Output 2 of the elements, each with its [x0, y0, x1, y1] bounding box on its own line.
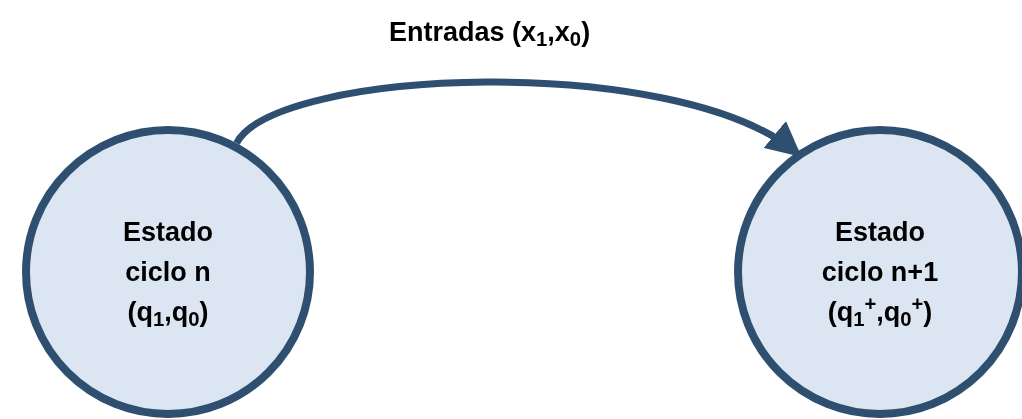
state-label: Estado ciclo n (q$_{1}$,q$_{0}$) [122, 216, 214, 332]
state-label: Estado ciclo n+1 (q$_{1}$$^{+}$,q$_{0}$$^{+}$) [820, 216, 940, 332]
